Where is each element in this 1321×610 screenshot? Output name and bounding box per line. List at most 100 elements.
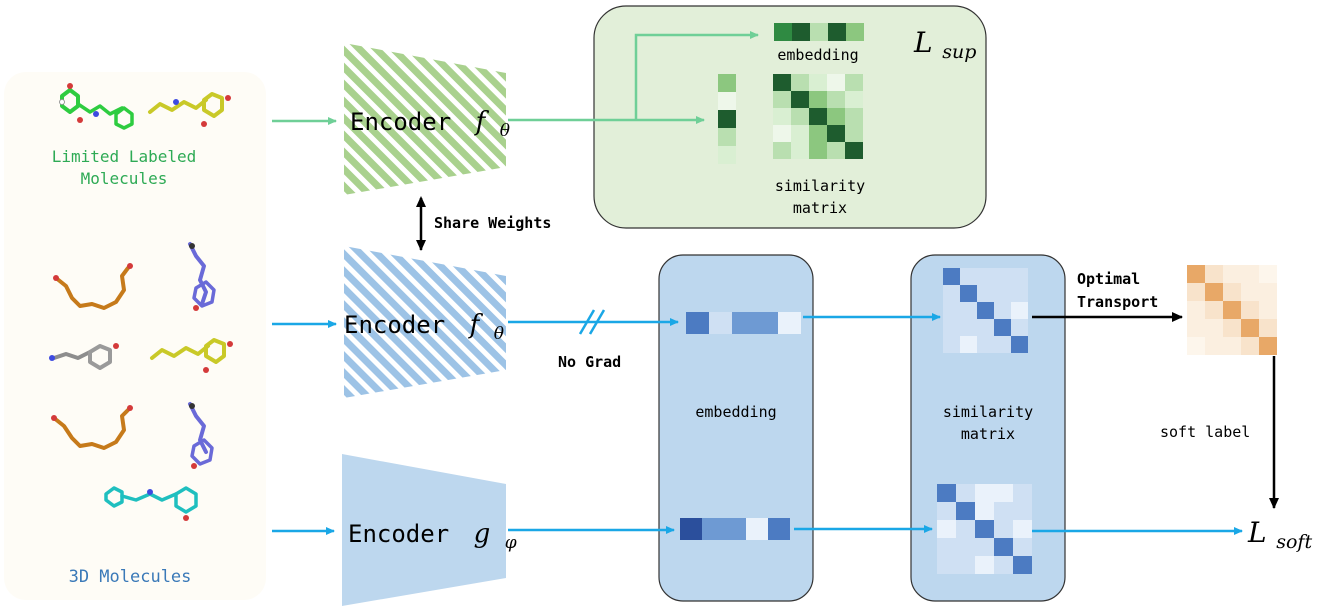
embedding-grid-teacher <box>686 312 801 334</box>
embedding-grid-top <box>774 23 864 41</box>
embedding-mid-label: embedding <box>695 403 776 421</box>
heatmap-cell <box>718 146 736 164</box>
heatmap-cell <box>943 285 960 302</box>
heatmap-cell <box>977 319 994 336</box>
heatmap-cell <box>1187 283 1205 301</box>
heatmap-cell <box>809 108 827 125</box>
heatmap-cell <box>718 110 736 128</box>
heatmap-cell <box>977 285 994 302</box>
heatmap-cell <box>809 91 827 108</box>
embedding-column-top <box>718 74 736 164</box>
heatmap-cell <box>809 142 827 159</box>
heatmap-cell <box>937 502 956 520</box>
heatmap-cell <box>827 74 845 91</box>
share-weights-label: Share Weights <box>434 214 551 232</box>
heatmap-cell <box>994 319 1011 336</box>
to-embedding-top-arrow <box>634 31 759 120</box>
heatmap-cell <box>1223 337 1241 355</box>
heatmap-cell <box>718 92 736 110</box>
heatmap-cell <box>1241 283 1259 301</box>
heatmap-cell <box>809 74 827 91</box>
heatmap-cell <box>1223 265 1241 283</box>
heatmap-cell <box>791 91 809 108</box>
heatmap-cell <box>1259 319 1277 337</box>
heatmap-cell <box>709 312 732 334</box>
heatmap-cell <box>1187 337 1205 355</box>
heatmap-cell <box>746 518 768 540</box>
heatmap-cell <box>791 125 809 142</box>
unlabeled-molecule-grey <box>49 343 119 370</box>
heatmap-cell <box>1223 319 1241 337</box>
heatmap-cell <box>809 125 827 142</box>
heatmap-cell <box>956 556 975 574</box>
heatmap-cell <box>702 518 724 540</box>
optimal-transport-grid <box>1187 265 1277 355</box>
heatmap-cell <box>1187 301 1205 319</box>
heatmap-cell <box>792 23 810 41</box>
embedding-top-label: embedding <box>777 46 858 64</box>
unlabeled-molecule-orange-1 <box>53 263 133 310</box>
heatmap-cell <box>791 108 809 125</box>
heatmap-cell <box>1013 484 1032 502</box>
heatmap-cell <box>845 108 863 125</box>
similarity-mid-label-line2: matrix <box>961 425 1015 443</box>
heatmap-cell <box>1259 265 1277 283</box>
heatmap-cell <box>1013 502 1032 520</box>
heatmap-cell <box>956 520 975 538</box>
molecule-source-panel <box>4 72 266 600</box>
heatmap-cell <box>1205 301 1223 319</box>
heatmap-cell <box>937 556 956 574</box>
heatmap-cell <box>977 302 994 319</box>
unlabeled-molecule-orange-2 <box>51 405 133 450</box>
heatmap-cell <box>1013 556 1032 574</box>
heatmap-cell <box>1223 283 1241 301</box>
similarity-grid-student <box>937 484 1032 574</box>
similarity-grid-teacher <box>943 268 1028 353</box>
heatmap-cell <box>773 142 791 159</box>
heatmap-cell <box>686 312 709 334</box>
heatmap-cell <box>680 518 702 540</box>
heatmap-cell <box>1259 337 1277 355</box>
labeled-encoder-shape <box>344 43 506 195</box>
heatmap-cell <box>1011 302 1028 319</box>
heatmap-cell <box>827 108 845 125</box>
heatmap-cell <box>1241 265 1259 283</box>
loss-soft-label: L soft <box>1247 516 1312 553</box>
similarity-mid-label-line1: similarity <box>943 403 1033 421</box>
heatmap-cell <box>810 23 828 41</box>
heatmap-cell <box>845 91 863 108</box>
heatmap-cell <box>718 74 736 92</box>
optimal-transport-label-line1: Optimal <box>1077 270 1140 288</box>
heatmap-cell <box>994 302 1011 319</box>
3d-molecules-label: 3D Molecules <box>69 567 192 587</box>
heatmap-cell <box>943 302 960 319</box>
heatmap-cell <box>975 538 994 556</box>
unlabeled-molecule-purple-1 <box>188 242 216 311</box>
heatmap-cell <box>937 484 956 502</box>
heatmap-cell <box>724 518 746 540</box>
heatmap-cell <box>977 336 994 353</box>
heatmap-cell <box>846 23 864 41</box>
embedding-panel <box>658 254 814 602</box>
heatmap-cell <box>768 518 790 540</box>
soft-label-label: soft label <box>1160 423 1250 441</box>
heatmap-cell <box>845 125 863 142</box>
heatmap-cell <box>956 538 975 556</box>
heatmap-cell <box>1259 283 1277 301</box>
heatmap-cell <box>773 108 791 125</box>
heatmap-cell <box>1205 265 1223 283</box>
heatmap-cell <box>827 91 845 108</box>
heatmap-cell <box>994 502 1013 520</box>
heatmap-cell <box>975 520 994 538</box>
teacher-encoder-label: Encoder f θ <box>344 310 504 344</box>
loss-sup-label: L sup <box>913 26 976 63</box>
heatmap-cell <box>845 142 863 159</box>
heatmap-cell <box>956 502 975 520</box>
heatmap-cell <box>755 312 778 334</box>
heatmap-cell <box>718 128 736 146</box>
heatmap-cell <box>845 74 863 91</box>
labeled-molecules-label-line1: Limited Labeled <box>52 147 197 166</box>
heatmap-cell <box>791 74 809 91</box>
no-grad-break <box>578 309 606 335</box>
